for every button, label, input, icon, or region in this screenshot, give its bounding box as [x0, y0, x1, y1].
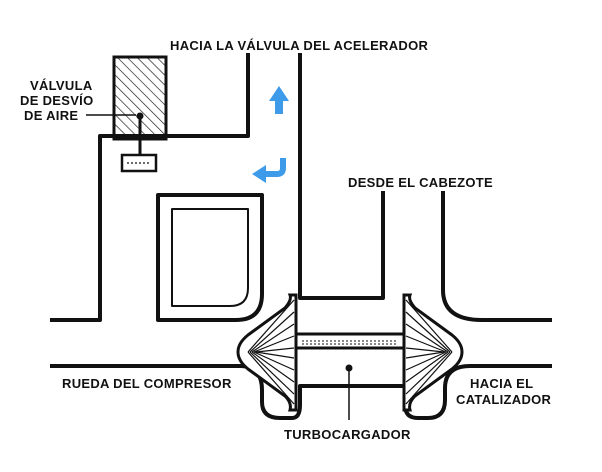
inner-panel	[171, 208, 249, 307]
intake-left-wall	[50, 53, 250, 322]
throttle-label: HACIA LA VÁLVULA DEL ACELERADOR	[170, 38, 429, 53]
catalyst-label-line2: CATALIZADOR	[456, 392, 552, 407]
turbo-label: TURBOCARGADOR	[284, 427, 411, 442]
throttle-right-wall	[298, 53, 385, 300]
compressor-wheel	[236, 293, 298, 412]
bypass-label-line3: DE AIRE	[24, 108, 79, 123]
arrow-up-icon	[269, 86, 289, 114]
shaft-ticks	[302, 340, 398, 345]
bypass-valve-pivot	[136, 112, 144, 120]
compressor-wall	[50, 364, 552, 420]
bypass-label-line2: DE DESVÍO	[20, 93, 94, 108]
head-right-wall	[441, 191, 552, 322]
bypass-label-line1: VÁLVULA	[30, 78, 93, 93]
arrow-return-left-icon	[264, 158, 286, 177]
turbine-blades	[405, 299, 453, 405]
compressor-blades	[247, 299, 295, 405]
inner-box	[156, 193, 264, 322]
head-label: DESDE EL CABEZOTE	[348, 175, 493, 190]
catalyst-label-line1: HACIA EL	[470, 376, 534, 391]
compressor-label: RUEDA DEL COMPRESOR	[62, 376, 232, 391]
